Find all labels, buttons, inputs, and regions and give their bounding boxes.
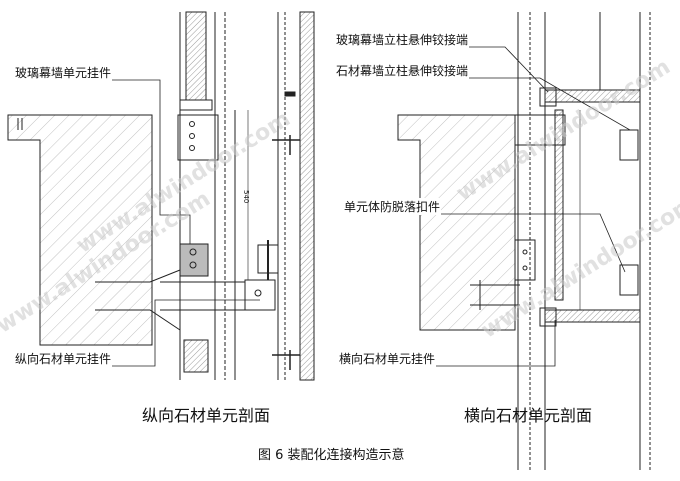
- left-concrete-slab: [7, 114, 153, 346]
- right-section-title: 横向石材单元剖面: [464, 406, 593, 425]
- figure-caption: 图 6 装配化连接构造示意: [258, 448, 405, 463]
- label-glass-mullion-hinge: 玻璃幕墙立柱悬伸铰接端: [335, 31, 470, 48]
- dimension-label: 540: [242, 190, 250, 203]
- label-vertical-stone-hanger: 纵向石材单元挂件: [14, 350, 113, 367]
- left-section-title: 纵向石材单元剖面: [142, 406, 271, 425]
- left-mullion: [95, 11, 279, 380]
- label-stone-mullion-hinge: 石材幕墙立柱悬伸铰接端: [335, 62, 470, 79]
- left-stone-panel: [272, 11, 315, 381]
- label-anti-drop-clip: 单元体防脱落扣件: [343, 198, 442, 215]
- label-horizontal-stone-hanger: 横向石材单元挂件: [338, 350, 437, 367]
- right-concrete-slab: [397, 114, 516, 331]
- right-unit: [470, 12, 651, 470]
- label-glass-hanger: 玻璃幕墙单元挂件: [14, 64, 113, 81]
